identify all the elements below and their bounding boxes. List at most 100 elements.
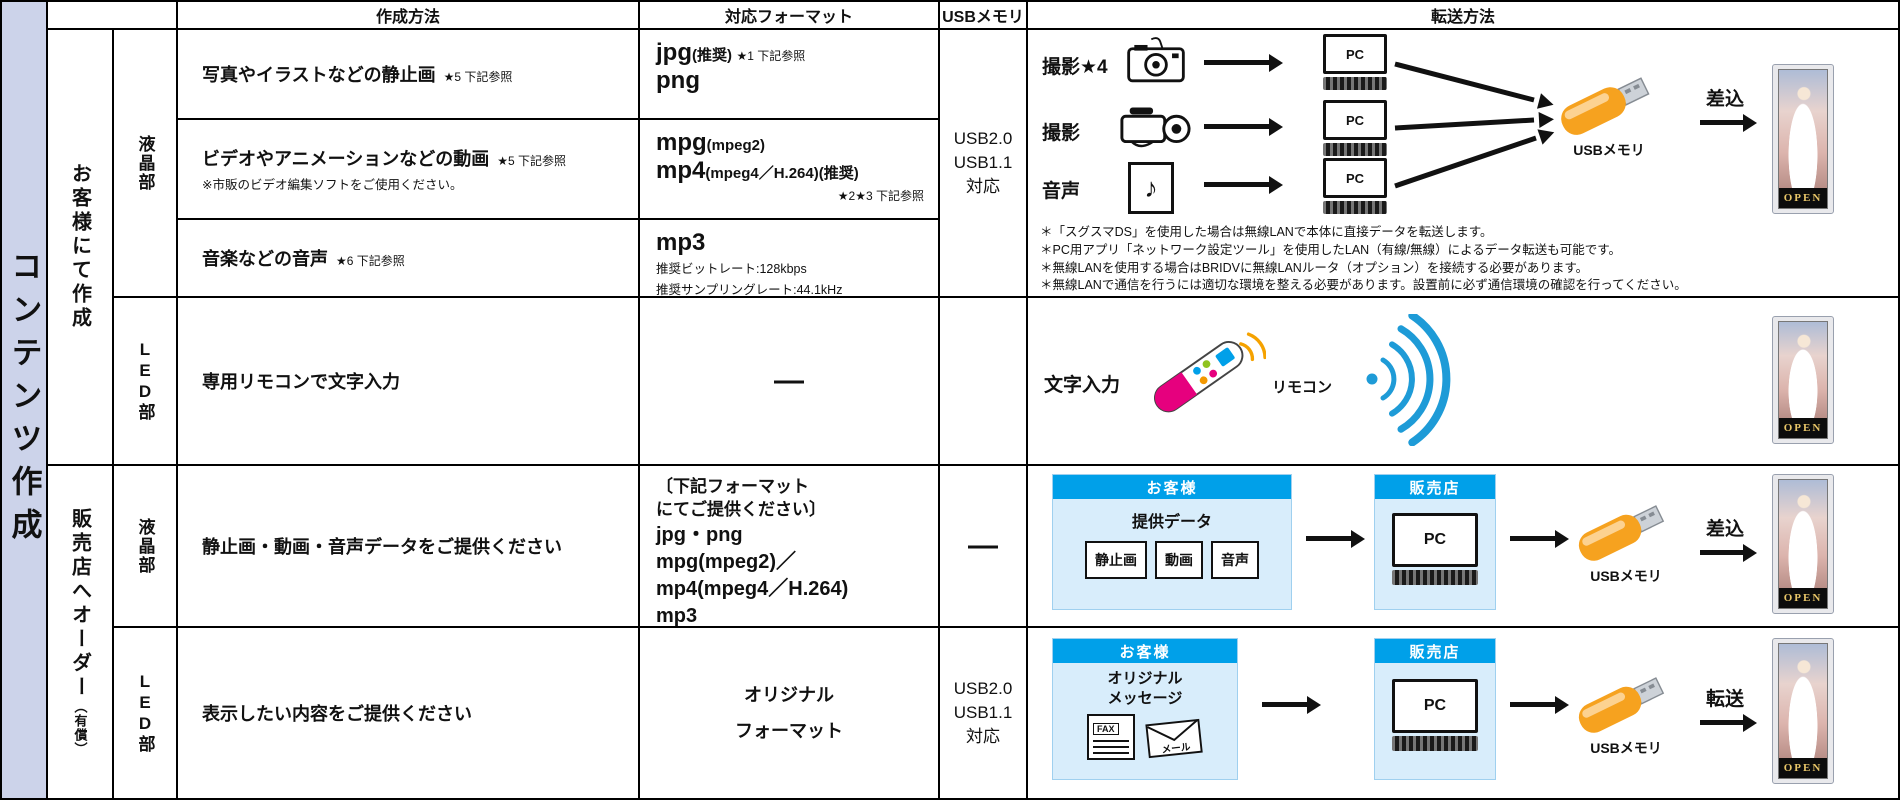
signage-screen: OPEN	[1778, 479, 1828, 609]
left-rail: コンテンツ作成	[2, 2, 46, 798]
message-label: メッセージ	[1107, 689, 1183, 707]
usb-stick-icon	[1578, 505, 1665, 561]
arrow-right	[1700, 720, 1744, 725]
format-bitrate: 推奨ビットレート:128kbps	[656, 262, 807, 277]
arrow-right	[1700, 120, 1744, 125]
format-led-dash: ―	[640, 298, 938, 464]
item-audio: 音声	[1211, 541, 1259, 579]
format-mp4: mp4	[656, 157, 706, 185]
usb11-label: USB1.1	[953, 153, 1013, 173]
format-photo: jpg(推奨) ★1 下記参照 png	[640, 30, 938, 118]
arrow-right	[1510, 702, 1556, 707]
signage-open-text: OPEN	[1779, 588, 1827, 608]
arrow-right	[1262, 702, 1308, 707]
signage-screen: OPEN	[1778, 643, 1828, 779]
header-usb: USBメモリ	[940, 2, 1026, 28]
customer-panel-body: 提供データ 静止画 動画 音声	[1053, 499, 1291, 585]
transfer-dealer-lcd: お客様 提供データ 静止画 動画 音声 販売店 PC	[1028, 466, 1898, 626]
fax-label: FAX	[1093, 723, 1119, 735]
transfer-customer-lcd: 撮影★4 PC 撮影 PC 音声 ♪	[1028, 30, 1898, 296]
note-line: ＊無線LANを使用する場合はBRIDVに無線LANルータ（オプション）を接続する…	[1040, 260, 1589, 275]
mail-label: メール	[1161, 742, 1191, 756]
remote-label: リモコン	[1272, 379, 1333, 396]
method-dealer-lcd: 静止画・動画・音声データをご提供ください	[178, 466, 638, 626]
note-line: ＊PC用アプリ「ネットワーク設定ツール」を使用したLAN（有線/無線）によるデー…	[1040, 242, 1622, 257]
send-label: 転送	[1706, 689, 1745, 710]
method-video-text: ビデオやアニメーションなどの動画	[202, 149, 490, 169]
header-method: 作成方法	[178, 2, 638, 28]
usb-led-empty	[940, 298, 1026, 464]
mail-icon: メール	[1145, 718, 1203, 759]
pc-keyboard	[1392, 736, 1478, 751]
usb20-label: USB2.0	[953, 129, 1013, 149]
transfer-customer-led: 文字入力 リモコン OPEN	[1028, 298, 1898, 464]
usb-stick-icon	[1578, 677, 1665, 733]
format-video-note: ★2★3 下記参照	[837, 188, 924, 203]
transfer-dealer-led: お客様 オリジナル メッセージ FAX メール	[1028, 628, 1898, 798]
wireless-waves-icon	[1366, 314, 1451, 446]
format-jpg-rec: (推奨)	[692, 47, 732, 64]
usb-supported-label: 対応	[966, 726, 1000, 746]
method-led-remote: 専用リモコンで文字入力	[178, 298, 638, 464]
method-video: ビデオやアニメーションなどの動画 ★5 下記参照 ※市販のビデオ編集ソフトをご使用…	[178, 120, 638, 218]
format-provide-line1: 〔下記フォーマット	[656, 477, 809, 496]
method-video-caution: ※市販のビデオ編集ソフトをご使用ください。	[202, 178, 463, 192]
camera-icon	[1127, 37, 1185, 83]
format-jpg-note: ★1 下記参照	[736, 49, 806, 63]
format-dealer-led: オリジナル フォーマット	[640, 628, 938, 798]
header-transfer: 転送方法	[1028, 2, 1898, 28]
format-provide-line2: にてご提供ください〕	[656, 500, 826, 520]
signage-display: OPEN	[1772, 316, 1834, 444]
header-transfer-label: 転送方法	[1430, 9, 1495, 26]
original-label: オリジナル	[1107, 670, 1183, 687]
label-audio: 音声	[1042, 181, 1081, 202]
pc-keyboard	[1323, 143, 1387, 156]
dealer-panel-header: 販売店	[1375, 475, 1495, 499]
section-lcd-label: 液晶部	[135, 134, 155, 192]
pc-keyboard	[1323, 201, 1387, 214]
method-led-remote-text: 専用リモコンで文字入力	[202, 372, 400, 392]
text-input-label: 文字入力	[1044, 375, 1121, 396]
insert-label: 差込	[1706, 89, 1745, 110]
dash: ―	[774, 364, 804, 397]
format-png: png	[656, 67, 700, 95]
music-note-icon: ♪	[1128, 162, 1174, 214]
signage-photo	[1779, 480, 1827, 588]
fax-lines	[1093, 740, 1129, 758]
group-dealer-sub: （有償）	[72, 700, 88, 756]
section-led-dealer: LED部	[114, 628, 176, 798]
method-audio: 音楽などの音声★6 下記参照	[178, 220, 638, 296]
signage-photo	[1779, 644, 1827, 758]
header-format: 対応フォーマット	[640, 2, 938, 28]
format-mp4-sub: (mpeg4／H.264)(推奨)	[705, 165, 859, 183]
format-mpg-sub: (mpeg2)	[706, 137, 766, 154]
music-note-glyph: ♪	[1144, 172, 1158, 203]
signage-display: OPEN	[1772, 474, 1834, 614]
format-format: フォーマット	[735, 721, 843, 741]
item-still-image: 静止画	[1085, 541, 1147, 579]
pc-screen: PC	[1323, 34, 1387, 74]
format-provide-mpg: mpg(mpeg2)／	[656, 550, 796, 573]
arrow-right	[1700, 550, 1744, 555]
note-line: ＊無線LANで通信を行うには適切な環境を整える必要があります。設置前に必ず通信環…	[1040, 278, 1687, 293]
dealer-panel-header: 販売店	[1375, 639, 1495, 663]
format-mpg: mpg	[656, 129, 707, 156]
pc-keyboard	[1392, 570, 1478, 585]
format-audio: mp3 推奨ビットレート:128kbps 推奨サンプリングレート:44.1kHz	[640, 220, 938, 296]
group-customer: お客様にて作成	[48, 30, 112, 464]
arrow-right	[1510, 536, 1556, 541]
label-shoot-photo: 撮影★4	[1042, 57, 1108, 78]
method-dealer-led-text: 表示したい内容をご提供ください	[202, 704, 472, 724]
usb-stick-icon	[1561, 77, 1650, 135]
header-spacer	[48, 2, 176, 28]
method-video-note: ★5 下記参照	[497, 154, 567, 168]
section-lcd-label: 液晶部	[135, 517, 155, 575]
dealer-panel-body: PC	[1375, 663, 1495, 757]
note-line: ＊「スグスマDS」を使用した場合は無線LANで本体に直接データを転送します。	[1040, 225, 1493, 239]
pc-icon: PC	[1392, 679, 1478, 751]
usb-supported-label: 対応	[966, 176, 1000, 196]
video-camera-icon	[1120, 107, 1191, 148]
format-mp3: mp3	[656, 229, 706, 256]
signage-display: OPEN	[1772, 638, 1834, 784]
